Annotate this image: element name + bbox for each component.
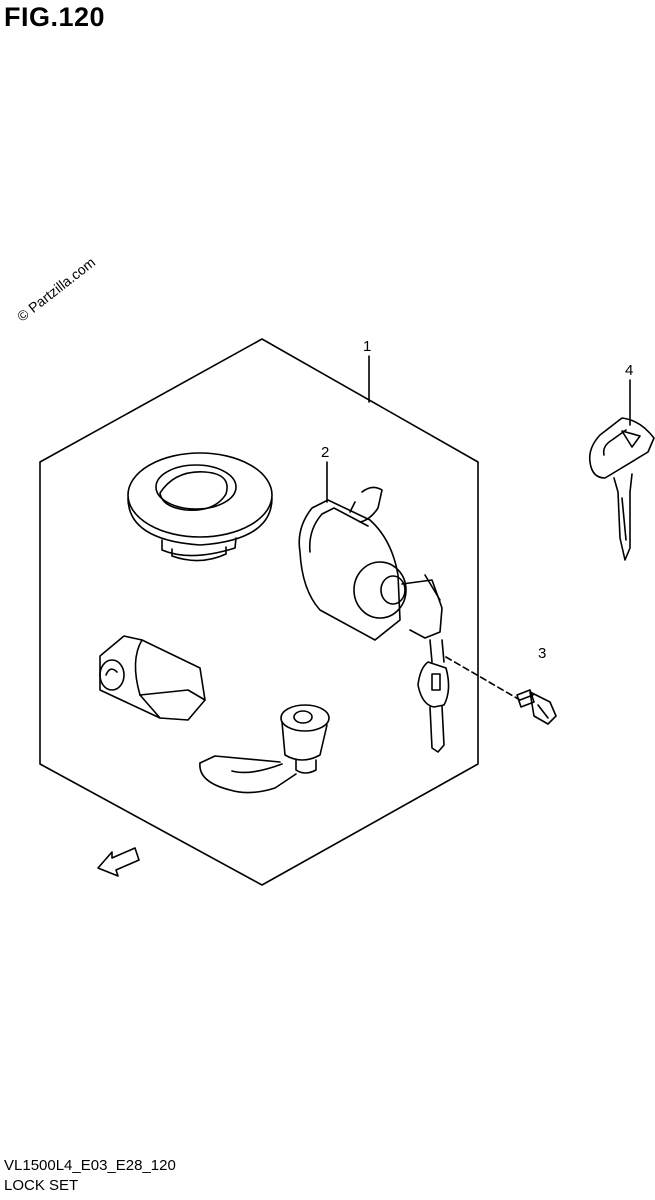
callout-2: 2	[321, 444, 330, 461]
screw-icon	[517, 690, 556, 724]
figure-title: FIG.120	[4, 2, 106, 32]
lock-set-hexagon-icon	[40, 339, 478, 885]
seat-lock-icon	[100, 636, 205, 720]
callout-3: 3	[538, 645, 547, 662]
steering-lock-icon	[299, 462, 448, 752]
helmet-lock-icon	[200, 705, 329, 793]
leader-line-3	[446, 657, 520, 700]
blank-key-icon	[590, 380, 654, 560]
fuel-cap-icon	[128, 453, 272, 561]
section-name: LOCK SET	[4, 1177, 79, 1194]
model-code: VL1500L4_E03_E28_120	[4, 1157, 176, 1174]
fwd-arrow-icon	[98, 848, 139, 876]
callout-4: 4	[625, 362, 634, 379]
callout-1: 1	[363, 338, 372, 355]
